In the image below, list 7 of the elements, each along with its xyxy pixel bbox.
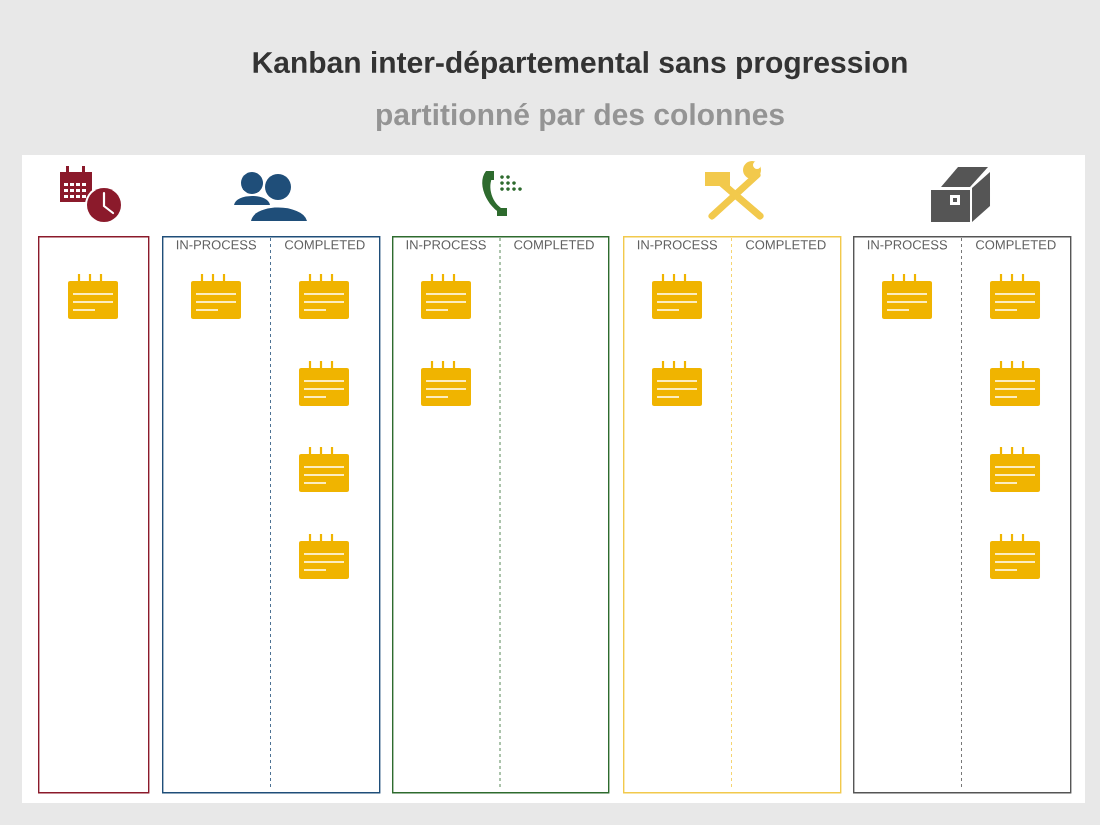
lane-frame: IN-PROCESS COMPLETED — [853, 236, 1072, 794]
lane-frame: IN-PROCESS COMPLETED — [623, 236, 842, 794]
title: Kanban inter-départemental sans progression — [253, 50, 907, 80]
lane-frame: IN-PROCESS COMPLETED — [162, 236, 381, 794]
subtitle: partitionné par des colonnes — [376, 102, 784, 132]
lane-frame: IN-PROCESS COMPLETED — [392, 236, 610, 794]
lane-frame — [38, 236, 150, 794]
